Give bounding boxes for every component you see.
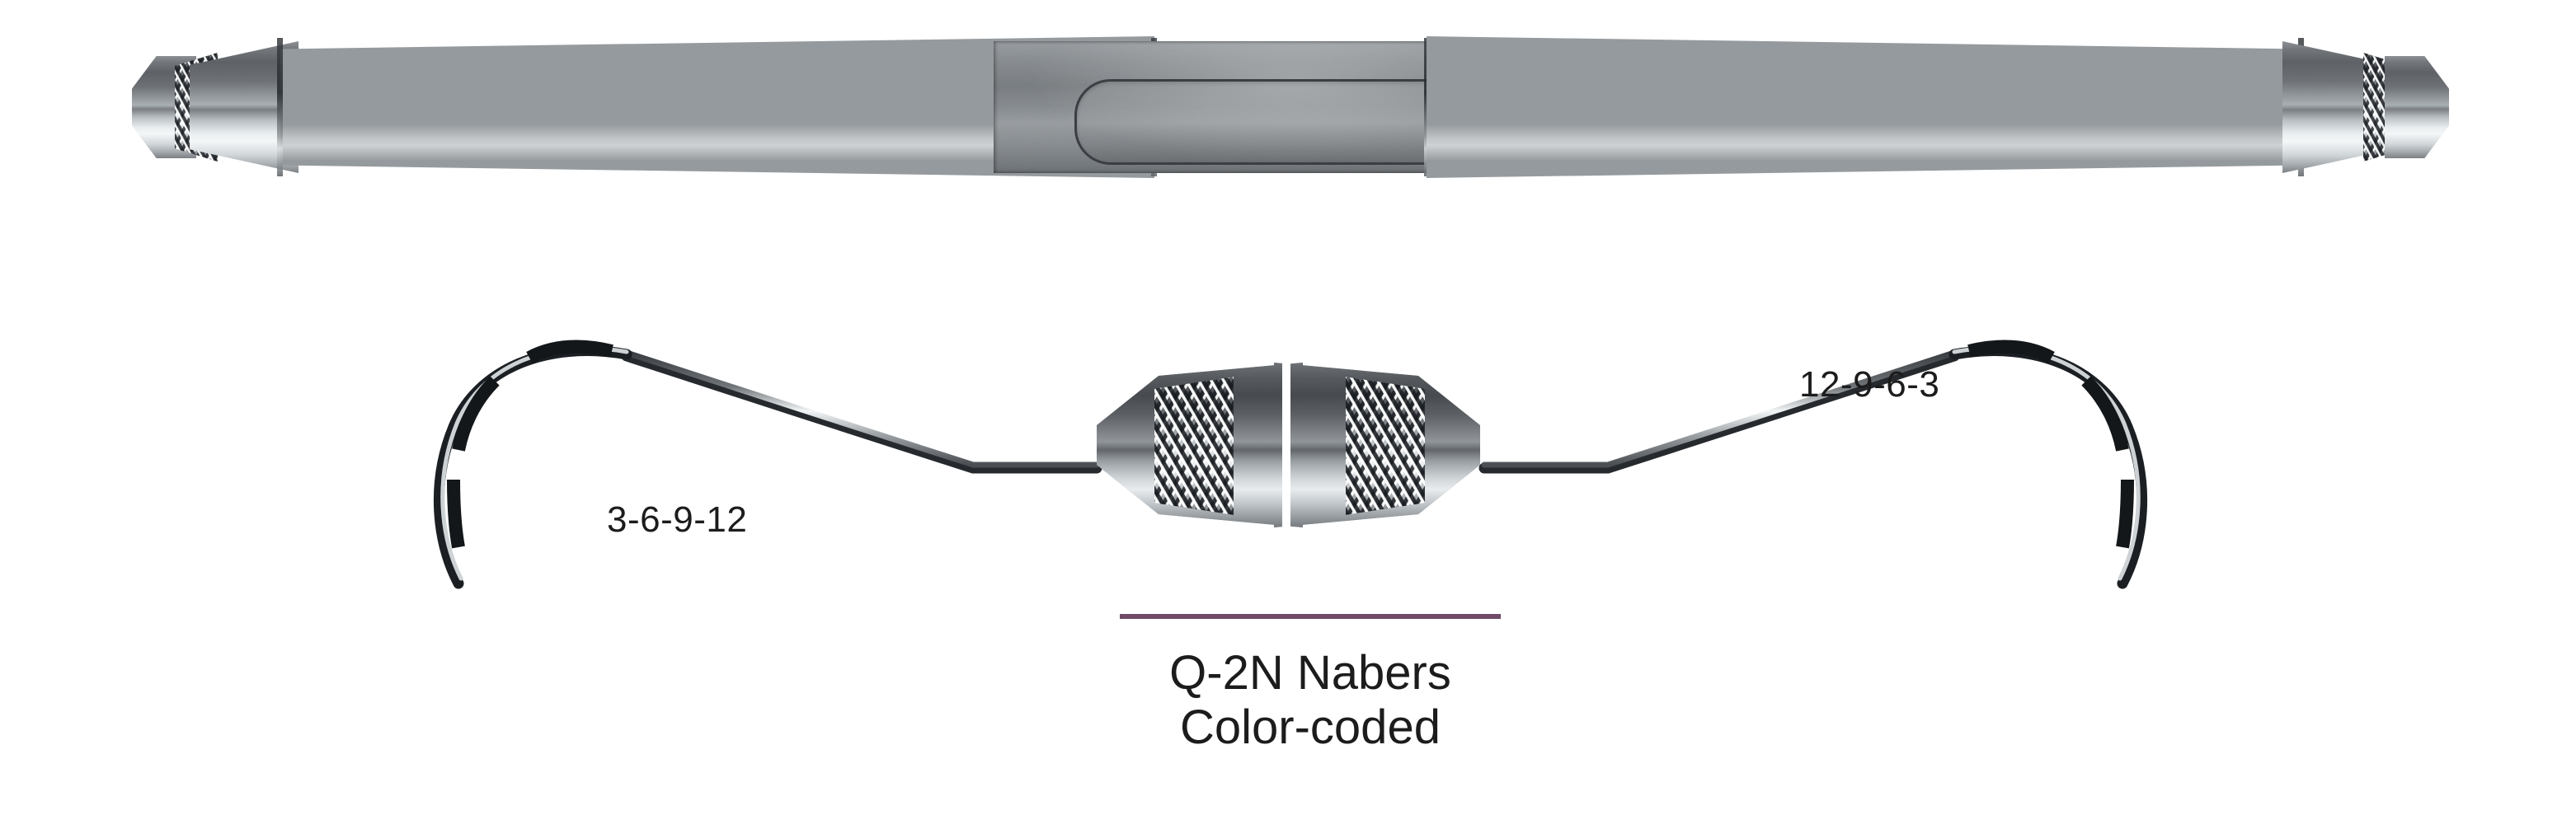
left-probe-tip xyxy=(433,340,632,589)
left-tip-band-2 xyxy=(452,376,500,452)
left-tip-band-1 xyxy=(526,340,613,364)
left-shank xyxy=(621,349,1102,474)
left-tip-band-3 xyxy=(447,479,465,549)
ferrule-center-split xyxy=(1282,354,1290,536)
right-tip-band-2 xyxy=(2081,376,2129,452)
instrument-handle xyxy=(132,25,2449,190)
working-ends-assembly xyxy=(0,321,2576,593)
right-tip-band-1 xyxy=(1967,340,2055,364)
left-working-end-scale-label: 3-6-9-12 xyxy=(607,499,748,540)
caption-accent-rule xyxy=(1120,614,1501,619)
product-caption: Q-2N Nabers Color-coded xyxy=(1120,614,1501,754)
right-ferrule-knurl xyxy=(1346,377,1425,515)
right-tip-band-3 xyxy=(2116,479,2134,549)
handle-right-nose-cone xyxy=(2385,56,2449,158)
right-shank xyxy=(1478,349,1960,474)
handle-right-grip xyxy=(1427,36,2301,178)
handle-left-ring xyxy=(277,38,283,176)
product-variant: Color-coded xyxy=(1180,700,1441,754)
right-working-end-scale-label: 12-9-6-3 xyxy=(1799,364,1940,405)
probe-tips-drawing xyxy=(433,340,2148,589)
right-probe-tip xyxy=(1948,340,2148,589)
product-name: Q-2N Nabers xyxy=(1169,646,1451,700)
left-ferrule-knurl xyxy=(1154,377,1234,515)
